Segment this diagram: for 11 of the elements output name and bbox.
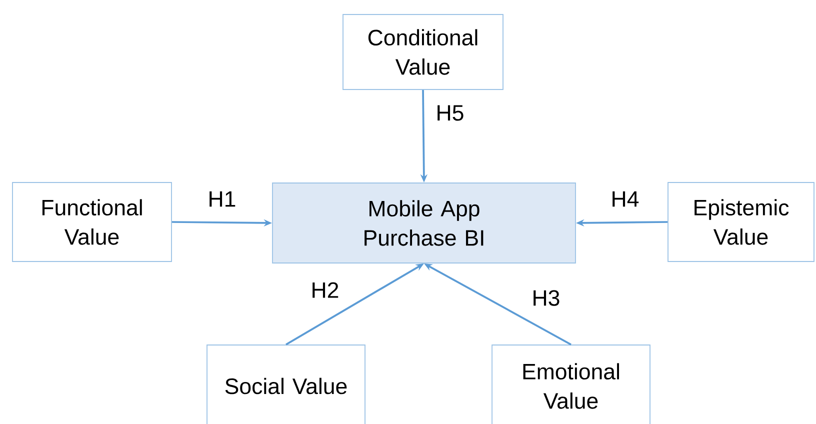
- edge-label: H4: [610, 190, 640, 208]
- edge-label: H3: [530, 288, 562, 308]
- edge-label: H1: [206, 190, 238, 208]
- construct-box: Mobile App Purchase BI: [272, 182, 576, 264]
- value-box: Epistemic Value: [668, 182, 814, 262]
- edge-label: H2: [310, 281, 340, 299]
- value-box: Emotional Value: [492, 344, 650, 424]
- value-box: Social Value: [206, 344, 366, 424]
- value-box: Conditional Value: [342, 14, 504, 90]
- value-box: Functional Value: [12, 182, 172, 262]
- edge-label: H5: [434, 104, 466, 122]
